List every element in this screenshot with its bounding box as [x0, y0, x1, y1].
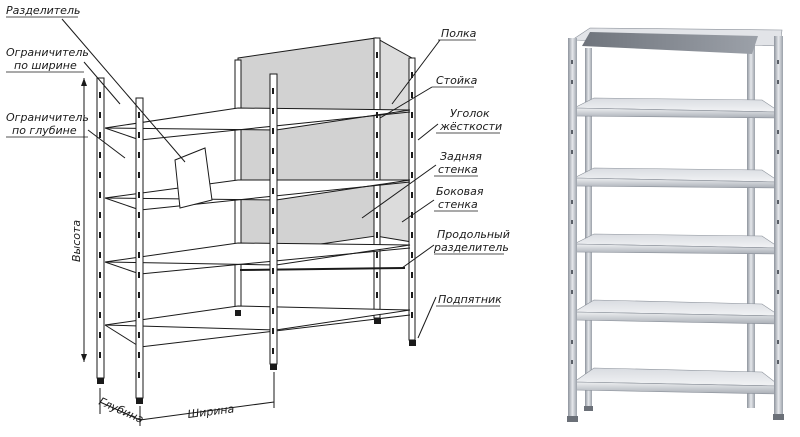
label-post: Стойка	[436, 74, 478, 87]
label-shelf: Полка	[441, 27, 477, 40]
label-side-wall-line2: стенка	[438, 198, 478, 211]
label-depth-limiter-line1: Ограничитель	[6, 111, 89, 124]
rendered-rack	[567, 27, 784, 422]
label-stiffener-line2: жёсткости	[439, 120, 502, 133]
label-depth-limiter-line2: по глубине	[12, 124, 77, 137]
label-width-limiter-line1: Ограничитель	[6, 46, 89, 59]
label-foot: Подпятник	[438, 293, 502, 306]
post-holes	[99, 52, 413, 378]
label-long-divider-line2: разделитель	[433, 241, 509, 254]
leader-lines	[61, 18, 441, 339]
label-side-wall-line1: Боковая	[436, 185, 484, 198]
callout-labels: Разделитель Ограничитель по ширине Огран…	[6, 4, 510, 426]
label-back-wall-line1: Задняя	[440, 150, 482, 163]
label-long-divider-line1: Продольный	[437, 228, 510, 241]
label-divider: Разделитель	[6, 4, 80, 17]
label-width-limiter-line2: по ширине	[14, 59, 77, 72]
label-back-wall-line2: стенка	[438, 163, 478, 176]
technical-drawing	[6, 16, 504, 426]
label-width: Ширина	[187, 402, 235, 421]
divider-part	[174, 147, 213, 209]
rack-post-holes	[571, 60, 779, 364]
feet	[97, 310, 416, 404]
rack-shelves	[572, 97, 782, 395]
dimension-lines	[81, 78, 275, 426]
side-panel	[375, 37, 413, 243]
rack-feet	[567, 406, 784, 422]
label-height: Высота	[70, 220, 83, 262]
label-underlines	[6, 16, 504, 307]
label-stiffener-line1: Уголок	[450, 107, 490, 120]
back-panel	[237, 37, 377, 257]
